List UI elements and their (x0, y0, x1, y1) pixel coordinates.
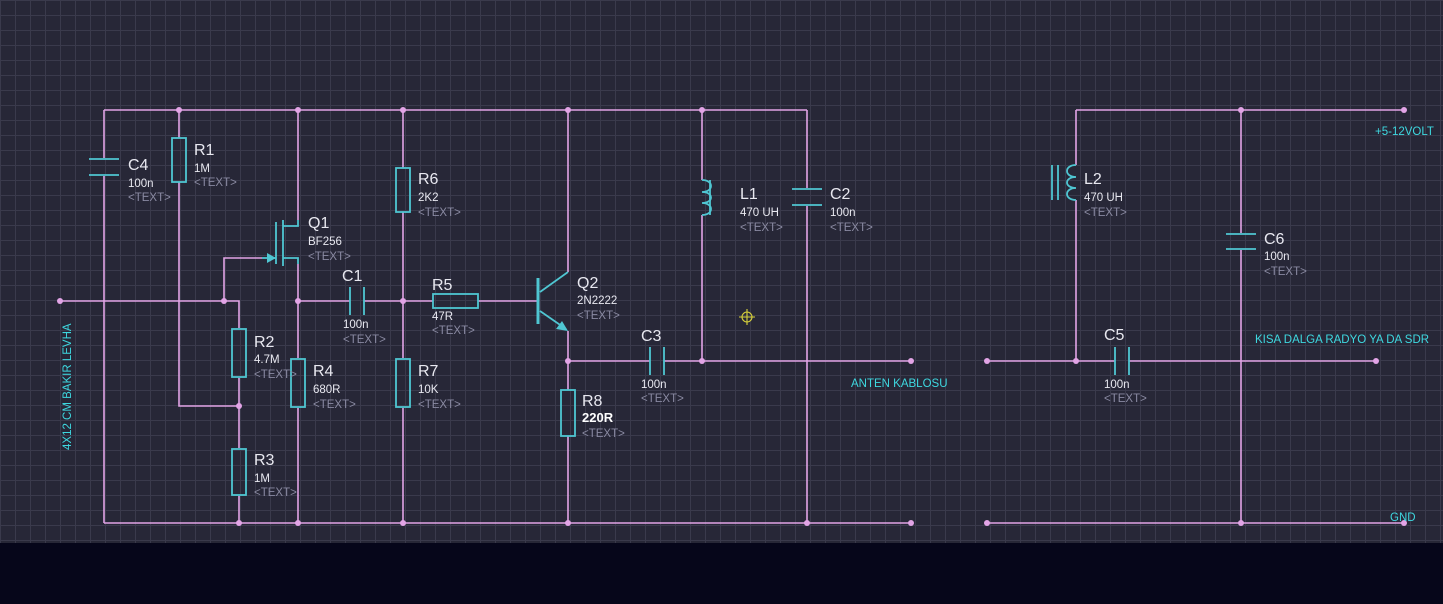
c2-ref: C2 (830, 186, 851, 203)
c3-value: 100n (641, 379, 667, 391)
r7-text-placeholder: <TEXT> (418, 399, 461, 411)
r4-text-placeholder: <TEXT> (313, 399, 356, 411)
c4-text-placeholder: <TEXT> (128, 192, 171, 204)
inductor-l1-symbol[interactable] (701, 179, 712, 216)
resistor-r1-symbol[interactable] (171, 137, 187, 183)
bottom-bar (0, 543, 1443, 604)
r2-text-placeholder: <TEXT> (254, 369, 297, 381)
r1-ref: R1 (194, 142, 215, 159)
l1-value: 470 UH (740, 207, 779, 219)
l2-value: 470 UH (1084, 192, 1123, 204)
resistor-r6-symbol[interactable] (395, 167, 411, 213)
capacitor-c4-symbol[interactable] (89, 158, 119, 176)
r2-ref: R2 (254, 334, 275, 351)
c6-ref: C6 (1264, 231, 1285, 248)
r5-ref: R5 (432, 277, 453, 294)
c4-value: 100n (128, 178, 154, 190)
net-label-plate: 4X12 CM BAKIR LEVHA (62, 323, 74, 450)
wires (60, 109, 1404, 524)
r1-text-placeholder: <TEXT> (194, 177, 237, 189)
r4-value: 680R (313, 384, 341, 396)
net-label-ground: GND (1390, 512, 1416, 524)
resistor-r7-symbol[interactable] (395, 358, 411, 408)
c3-ref: C3 (641, 328, 662, 345)
schematic-drawing[interactable]: C4 100n <TEXT> R1 1M <TEXT> Q1 BF256 <TE… (0, 0, 1443, 543)
junctions (57, 107, 1407, 526)
r6-ref: R6 (418, 171, 439, 188)
resistor-r5-symbol[interactable] (432, 293, 479, 309)
r3-text-placeholder: <TEXT> (254, 487, 297, 499)
r3-ref: R3 (254, 452, 275, 469)
net-label-supply: +5-12VOLT (1375, 126, 1434, 138)
c5-value: 100n (1104, 379, 1130, 391)
inductor-l2-symbol[interactable] (1051, 164, 1077, 201)
q1-text-placeholder: <TEXT> (308, 251, 351, 263)
c1-ref: C1 (342, 268, 363, 285)
capacitor-c6-symbol[interactable] (1226, 233, 1256, 250)
r7-value: 10K (418, 384, 439, 396)
l1-ref: L1 (740, 186, 758, 203)
r3-value: 1M (254, 473, 270, 485)
r5-text-placeholder: <TEXT> (432, 325, 475, 337)
l2-ref: L2 (1084, 171, 1102, 188)
capacitor-c3-symbol[interactable] (649, 347, 665, 375)
q1-ref: Q1 (308, 215, 329, 232)
r4-ref: R4 (313, 363, 334, 380)
bjt-q2-symbol[interactable] (536, 271, 569, 331)
r8-text-placeholder: <TEXT> (582, 428, 625, 440)
q2-value: 2N2222 (577, 295, 617, 307)
resistor-r3-symbol[interactable] (231, 448, 247, 496)
r1-value: 1M (194, 163, 210, 175)
c6-text-placeholder: <TEXT> (1264, 266, 1307, 278)
r8-value: 220R (582, 410, 614, 425)
jfet-q1-symbol[interactable] (262, 220, 299, 266)
c1-value: 100n (343, 319, 369, 331)
net-label-antenna: ANTEN KABLOSU (851, 378, 948, 390)
r8-ref: R8 (582, 393, 603, 410)
l2-text-placeholder: <TEXT> (1084, 207, 1127, 219)
c3-text-placeholder: <TEXT> (641, 393, 684, 405)
resistor-r2-symbol[interactable] (231, 328, 247, 378)
r5-value: 47R (432, 311, 453, 323)
c2-text-placeholder: <TEXT> (830, 222, 873, 234)
c1-text-placeholder: <TEXT> (343, 334, 386, 346)
capacitor-c2-symbol[interactable] (792, 188, 822, 206)
c5-text-placeholder: <TEXT> (1104, 393, 1147, 405)
resistor-r4-symbol[interactable] (290, 358, 306, 408)
schematic-canvas[interactable] (0, 0, 1443, 543)
c5-ref: C5 (1104, 327, 1125, 344)
crosshair-cursor-icon (739, 309, 755, 325)
q1-value: BF256 (308, 236, 342, 248)
net-label-receiver: KISA DALGA RADYO YA DA SDR (1255, 334, 1429, 346)
capacitor-c1-symbol[interactable] (349, 287, 365, 315)
r2-value: 4.7M (254, 354, 280, 366)
c2-value: 100n (830, 207, 856, 219)
q2-text-placeholder: <TEXT> (577, 310, 620, 322)
capacitor-c5-symbol[interactable] (1114, 347, 1130, 375)
l1-text-placeholder: <TEXT> (740, 222, 783, 234)
resistor-r8-symbol[interactable] (560, 389, 576, 437)
r7-ref: R7 (418, 363, 439, 380)
c6-value: 100n (1264, 251, 1290, 263)
r6-value: 2K2 (418, 192, 438, 204)
r6-text-placeholder: <TEXT> (418, 207, 461, 219)
q2-ref: Q2 (577, 275, 598, 292)
c4-ref: C4 (128, 157, 149, 174)
